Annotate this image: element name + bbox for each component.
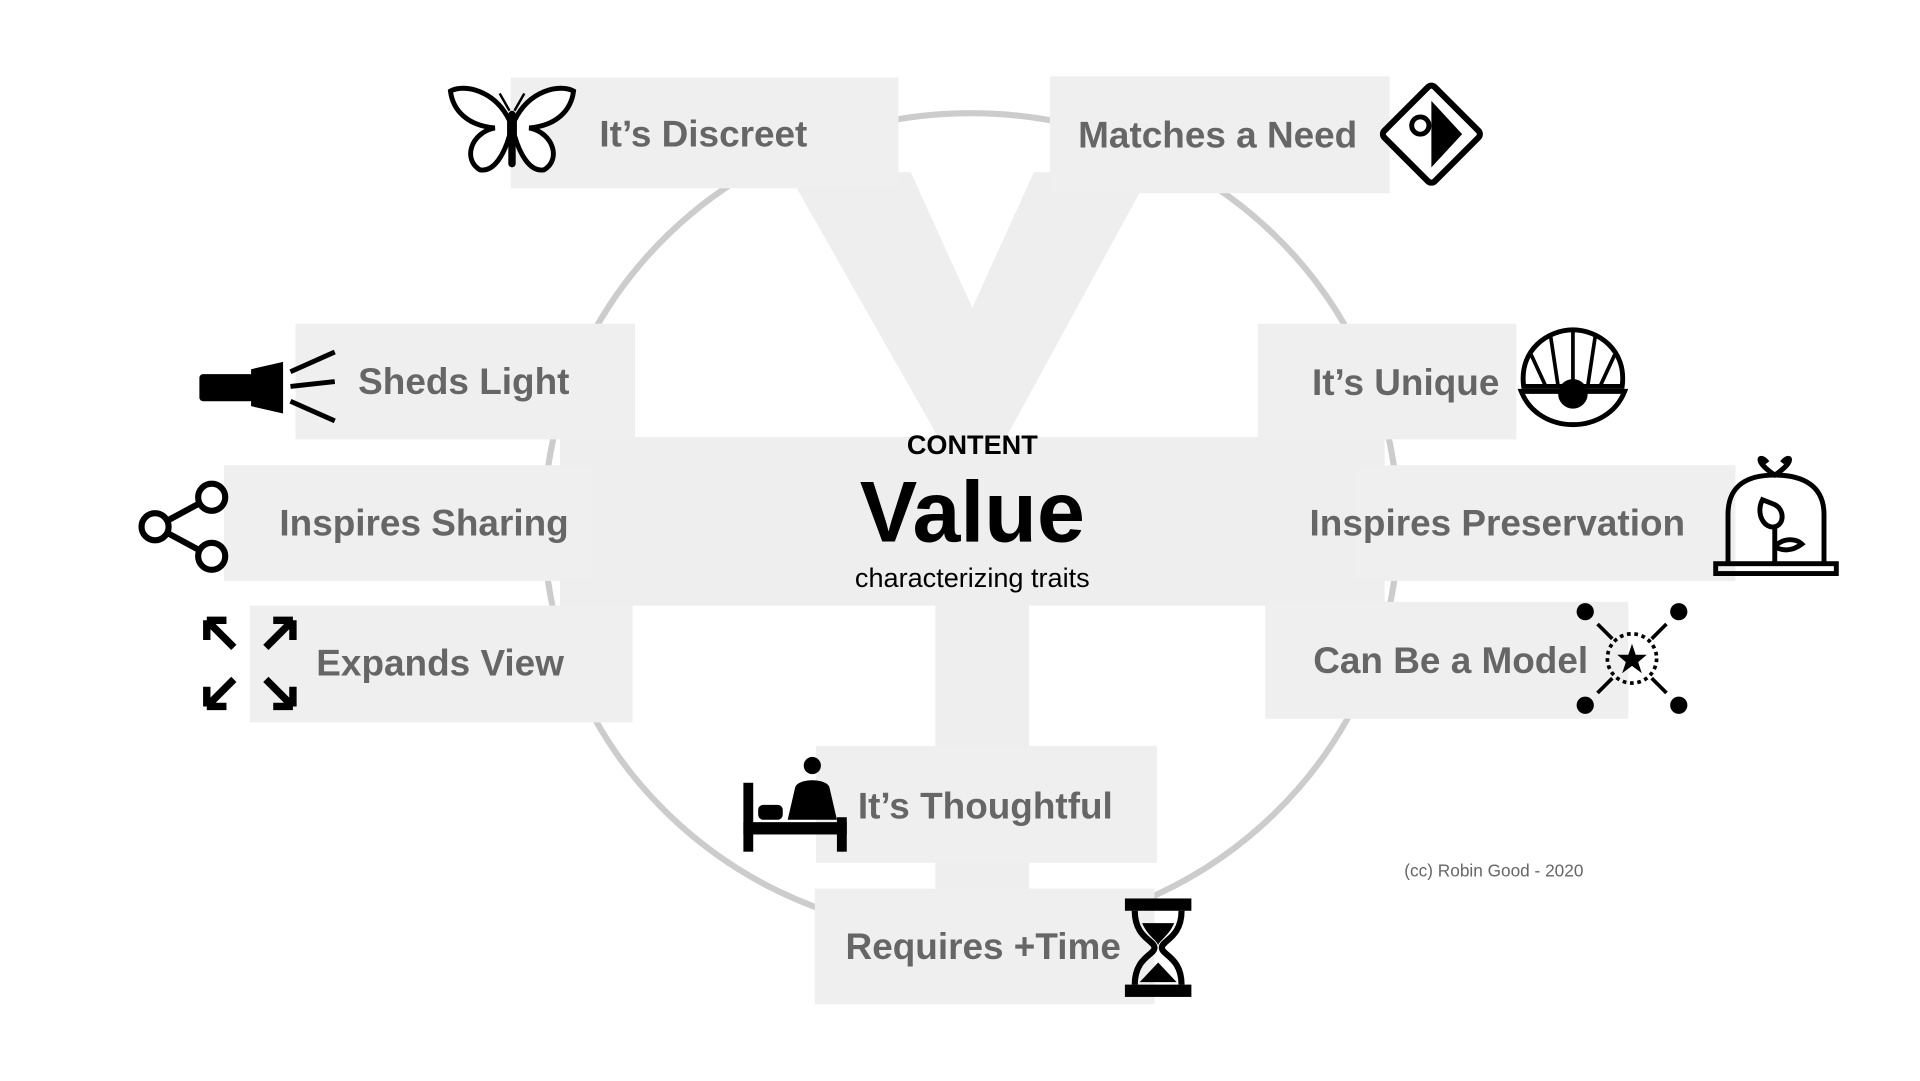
trait-label: Requires +Time [845,926,1121,968]
trait-label: Sheds Light [358,361,570,403]
trait-box-sharing [224,465,594,581]
bed-person-icon [743,756,847,852]
trait-label: Inspires Preservation [1309,503,1686,545]
trait-label: Matches a Need [1078,115,1358,157]
pearl-shell-icon [1517,327,1629,427]
trait-label: It’s Discreet [599,114,808,156]
hourglass-icon [1124,898,1192,997]
center-title: CONTENT Value characterizing traits [788,428,1157,595]
center-main-text: Value [859,464,1085,561]
trait-box-discreet [510,77,899,189]
rose-bell-jar-icon [1713,455,1839,577]
puzzle-icon [1379,82,1483,186]
yen-v [787,172,1151,444]
center-sub-text: characterizing traits [854,562,1090,594]
trait-box-preservation [1353,465,1736,581]
trait-label: Can Be a Model [1313,641,1589,682]
trait-box-need [1049,76,1390,194]
trait-label: It’s Thoughtful [857,786,1113,828]
trait-box-time [814,888,1155,1005]
expand-arrows-icon [203,616,297,711]
copyright: (cc) Robin Good - 2020 [1404,860,1584,881]
flashlight-icon [199,349,336,424]
trait-box-thoughtful [816,745,1157,863]
center-top-text: CONTENT [906,429,1038,461]
yen-bar [560,436,1385,606]
trait-box-expands [249,605,633,723]
share-icon [138,480,229,573]
butterfly-icon [447,85,577,173]
trait-label: Expands View [316,643,564,685]
trait-box-model [1265,601,1629,719]
trait-box-unique [1257,323,1517,440]
trait-box-light [295,323,636,440]
star-network-icon [1576,603,1688,714]
trait-label: Inspires Sharing [279,503,569,545]
trait-label: It’s Unique [1312,363,1500,404]
